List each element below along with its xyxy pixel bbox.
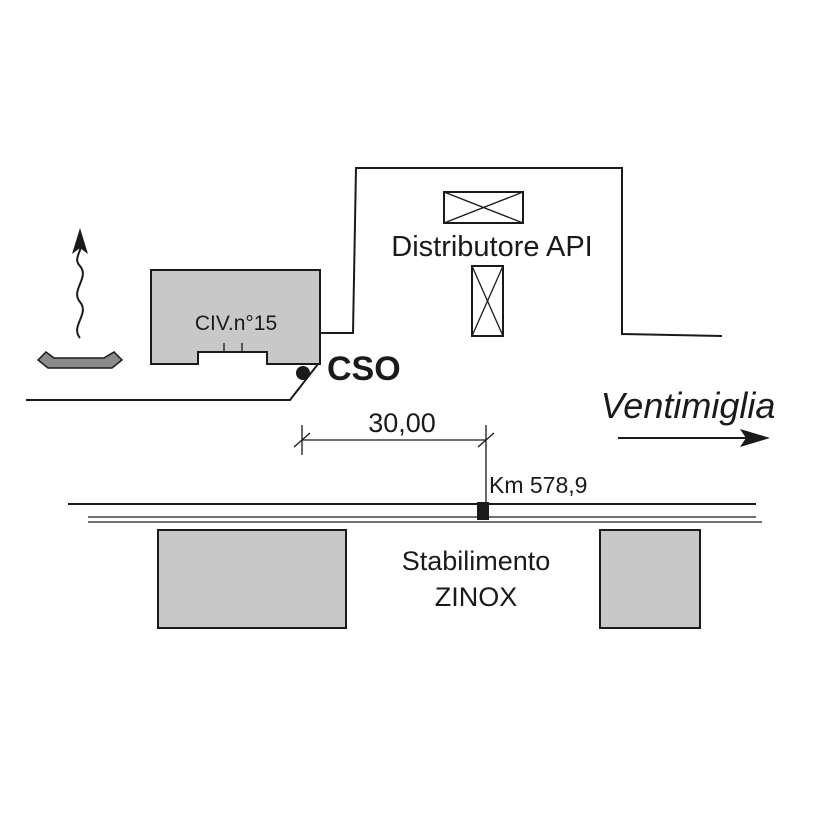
fuel-pump-crossed-box-icon	[471, 265, 504, 337]
discharge-trough-icon	[36, 351, 124, 369]
cso-label: CSO	[327, 350, 401, 388]
civic-number-label: CIV.n°15	[195, 312, 277, 335]
road-edge	[26, 363, 319, 401]
km-marker-post	[477, 502, 489, 520]
right-arrow-icon	[618, 429, 770, 447]
plant-label-line1: Stabilimento	[402, 546, 551, 576]
distributor-label: Distributore API	[391, 231, 592, 263]
zinox-building-right	[599, 529, 701, 629]
plant-label-line2: ZINOX	[435, 582, 518, 612]
building-civ-15	[150, 269, 321, 365]
distance-label: 30,00	[368, 408, 436, 438]
distance-dimension	[293, 425, 495, 505]
fuel-pump-crossed-box-icon	[443, 191, 524, 224]
wavy-up-arrow-icon	[72, 228, 88, 339]
zinox-building-left	[157, 529, 347, 629]
direction-label: Ventimiglia	[601, 385, 776, 426]
distributor-lot-outline	[318, 167, 723, 337]
km-marker-label: Km 578,9	[489, 472, 587, 498]
cso-point-marker	[296, 366, 310, 380]
